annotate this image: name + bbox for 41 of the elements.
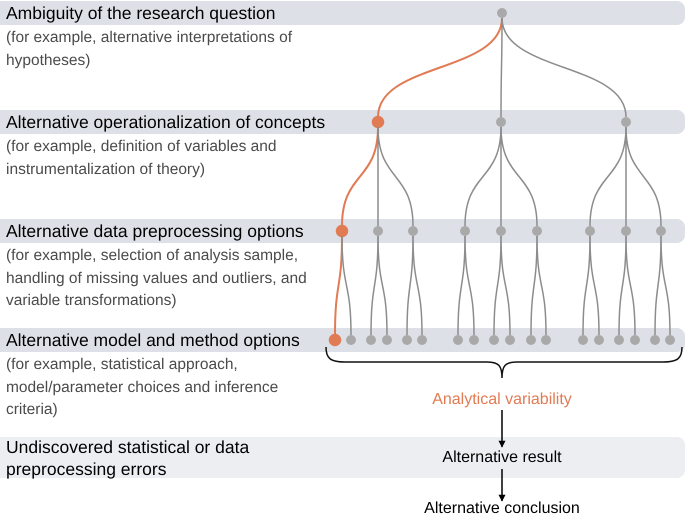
branch-line xyxy=(370,236,379,335)
branch-line xyxy=(589,126,627,226)
branch-line xyxy=(493,236,502,335)
arrow xyxy=(498,410,506,448)
branch-line xyxy=(464,126,502,226)
example-note: (for example, statistical approach, model/parameter choices and inference criteria) xyxy=(6,355,280,420)
outcome-label: Alternative conclusion xyxy=(424,501,580,517)
branch-line xyxy=(341,126,379,226)
branch-line xyxy=(625,126,662,226)
branch-line xyxy=(341,236,352,336)
stage-heading: Alternative model and method options xyxy=(6,329,300,352)
branch-line xyxy=(377,236,388,336)
branch-line xyxy=(660,236,671,336)
branch-line xyxy=(500,236,511,336)
variability-label: Analytical variability xyxy=(432,392,572,408)
example-note: (for example, definition of variables and instrumentalization of theory) xyxy=(6,137,278,180)
arrow xyxy=(498,469,506,502)
example-note: (for example, selection of analysis sample, handling of missing values and outliers, and variable transformations) xyxy=(6,246,308,311)
branch-line xyxy=(589,236,600,336)
outcome-label: Alternative result xyxy=(442,450,562,466)
branch-line xyxy=(412,236,423,336)
stage-heading: Alternative operationalization of concepts xyxy=(6,111,326,134)
branch-line xyxy=(500,18,503,117)
branch-line xyxy=(377,126,414,226)
branch-line xyxy=(582,236,591,335)
branch-line xyxy=(530,236,538,335)
branch-line xyxy=(536,236,547,336)
branch-line xyxy=(501,18,627,118)
stage-heading: Undiscovered statistical or data preprocessing errors xyxy=(6,436,250,480)
example-note: (for example, alternative interpretations of hypotheses) xyxy=(6,28,294,70)
branch-line xyxy=(618,236,627,335)
stage-heading: Ambiguity of the research question xyxy=(6,2,276,25)
branch-line xyxy=(654,236,662,335)
stage-heading: Alternative data preprocessing options xyxy=(6,220,304,243)
branch-line xyxy=(500,126,538,226)
branch-line xyxy=(334,236,343,336)
result-band xyxy=(0,437,685,478)
branch-line xyxy=(464,236,475,336)
branch-line xyxy=(406,236,414,335)
branch-line xyxy=(457,236,466,335)
branch-line xyxy=(625,236,636,336)
